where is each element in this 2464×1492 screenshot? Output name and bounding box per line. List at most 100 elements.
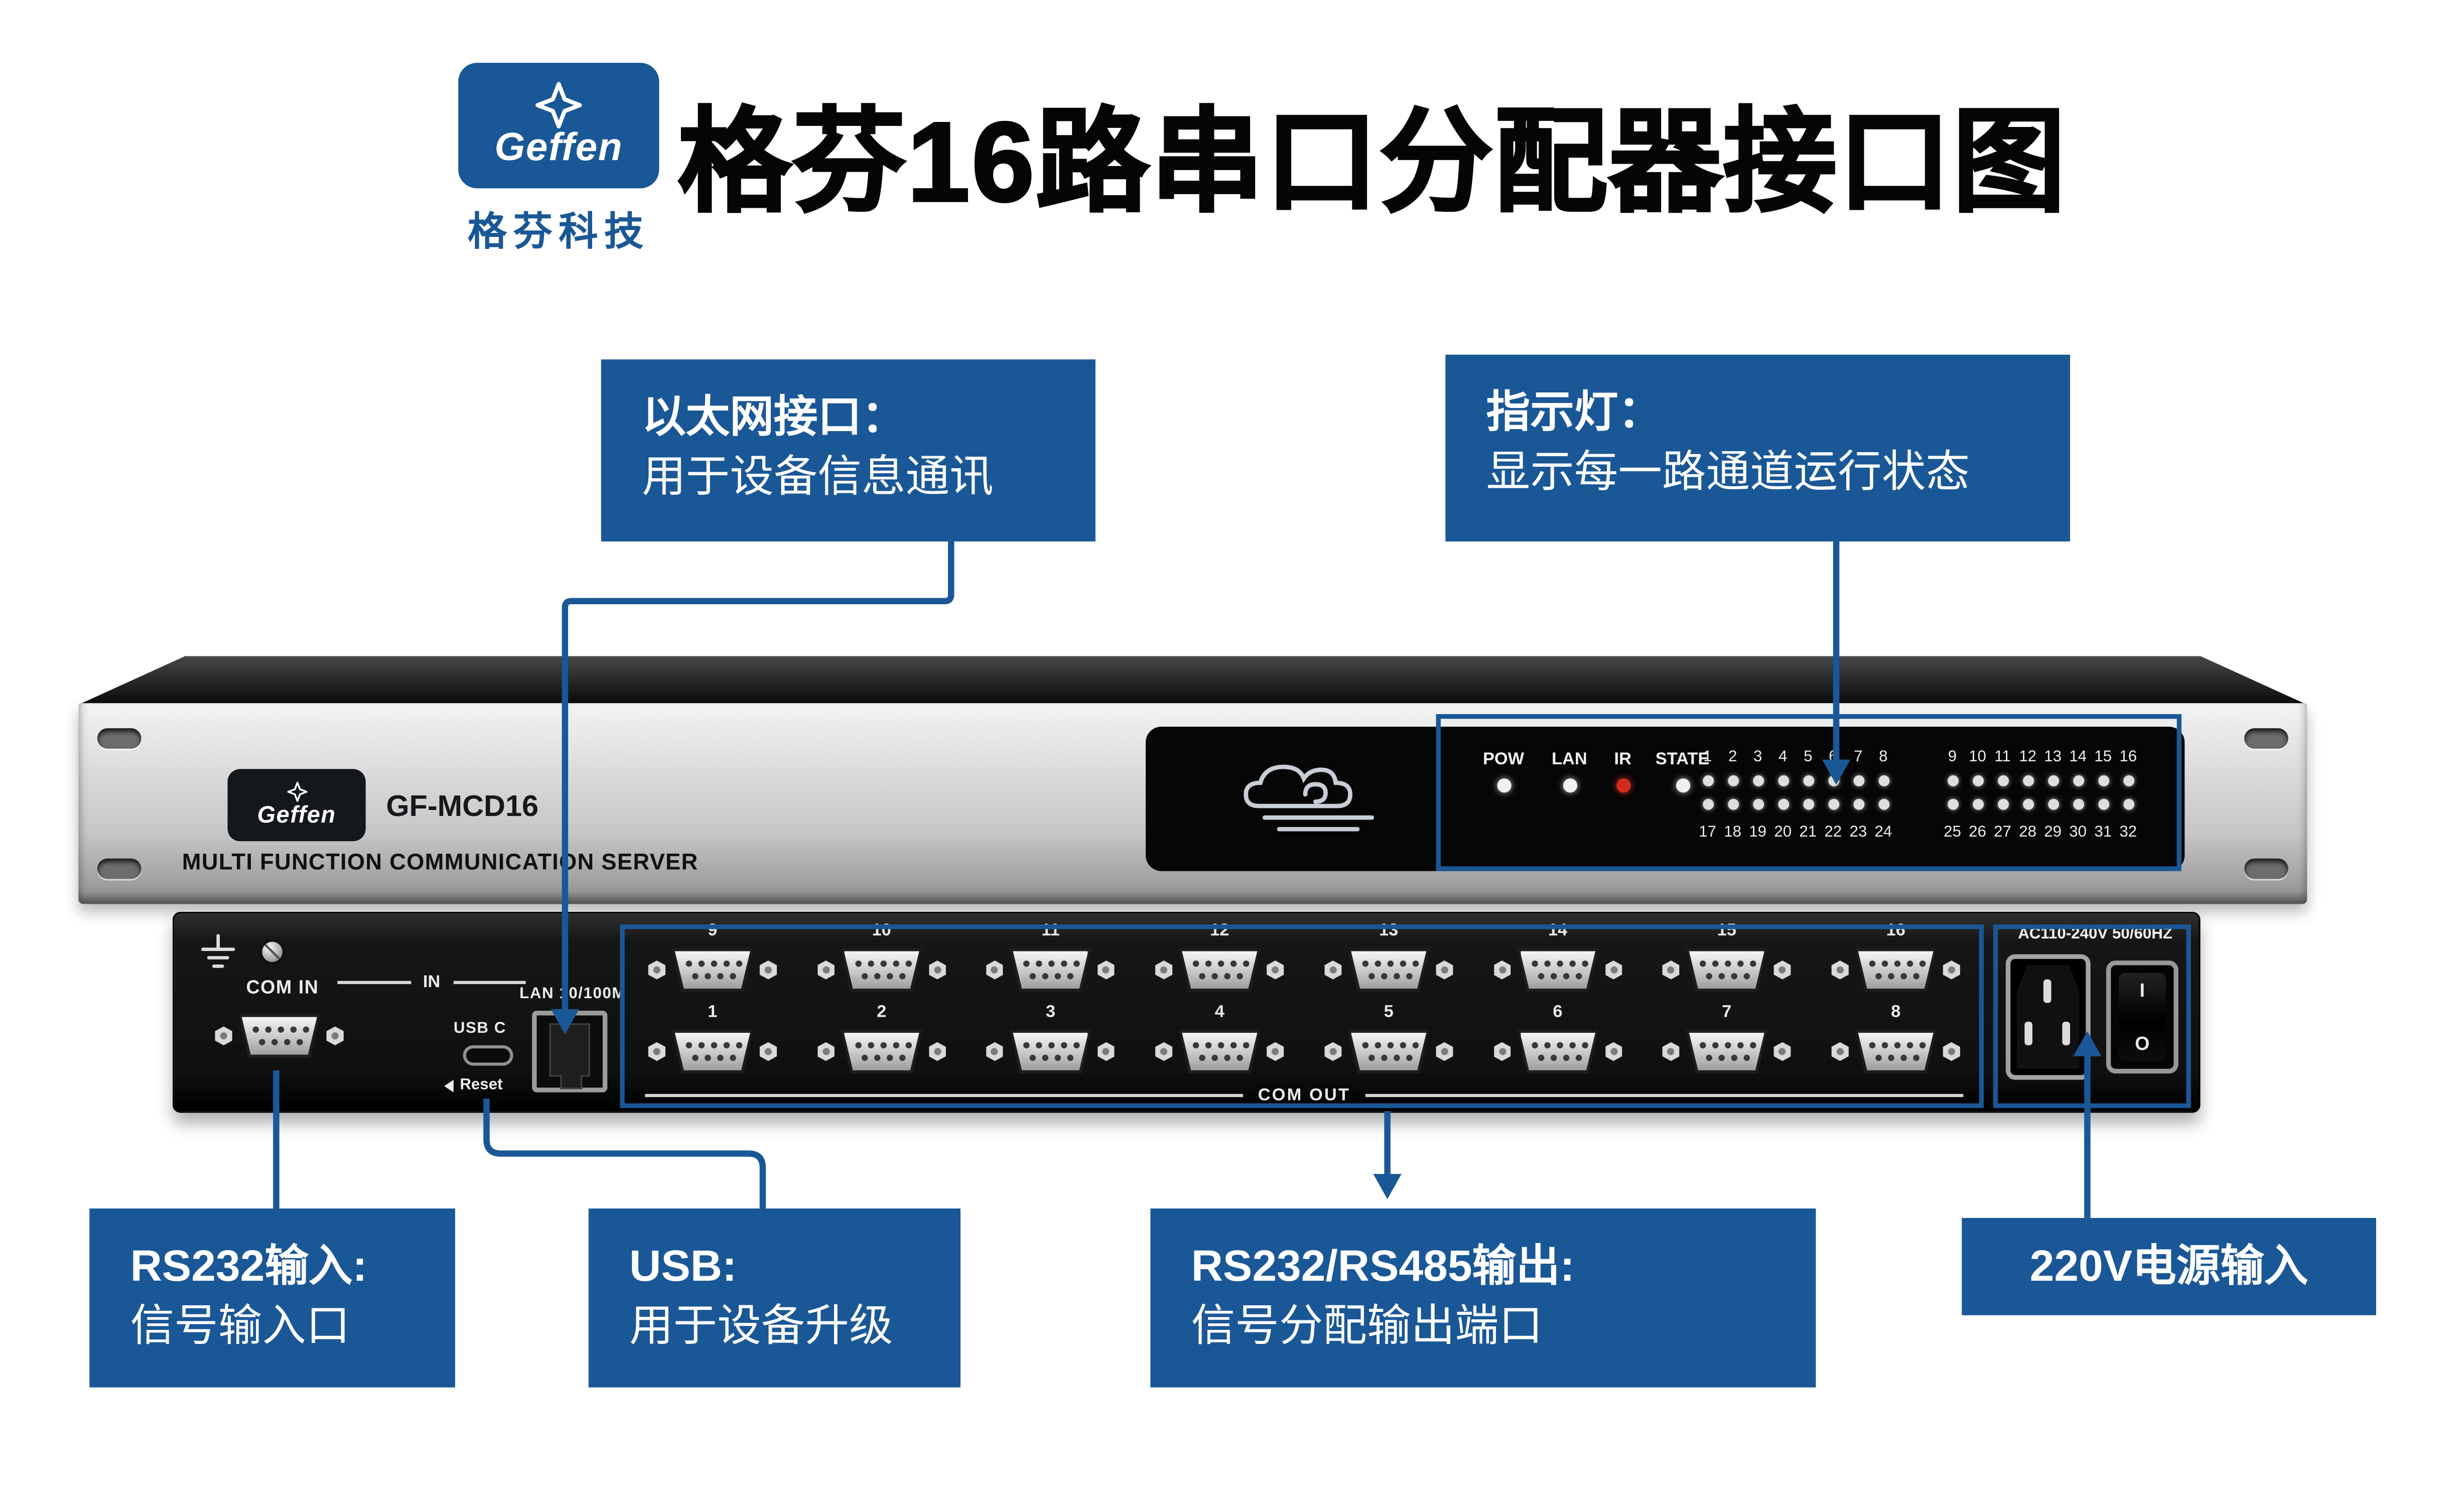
- channel-led: [2066, 798, 2091, 810]
- channel-led: [1720, 798, 1745, 810]
- db9-male-connector: [648, 1025, 777, 1078]
- callout-usb: USB: 用于设备升级: [588, 1208, 961, 1388]
- channel-number: 31: [2094, 824, 2112, 842]
- jack-screw: [326, 1026, 344, 1045]
- usb-c-port: [463, 1045, 513, 1066]
- front-panel-logo: Geffen: [227, 769, 366, 842]
- power-highlight-box: [1993, 924, 2191, 1108]
- power-pin: [2043, 979, 2051, 1003]
- db9-shell: [1686, 947, 1768, 992]
- com-out-port: 15: [1652, 921, 1802, 997]
- callout-ethernet: 以太网接口： 用于设备信息通讯: [601, 359, 1096, 541]
- channel-number: 23: [1849, 824, 1867, 842]
- db9-shell: [1179, 1029, 1261, 1074]
- switch-off-mark: O: [2135, 1032, 2150, 1055]
- db9-shell: [238, 1014, 320, 1058]
- reset-control: Reset: [444, 1076, 503, 1094]
- com-in-label: COM IN: [246, 976, 319, 999]
- callout-title: USB:: [629, 1241, 737, 1290]
- channel-led: [1796, 775, 1821, 786]
- rack-mount-hole: [2244, 858, 2288, 879]
- db9-male-connector: [1662, 943, 1792, 997]
- db9-male-connector: [1324, 1025, 1453, 1078]
- callout-title: 指示灯：: [1486, 387, 1662, 437]
- callout-desc: 信号输入口: [130, 1301, 350, 1350]
- callout-power: 220V电源输入: [1962, 1217, 2376, 1315]
- db9-shell: [1010, 947, 1091, 992]
- channel-led: [1821, 798, 1846, 810]
- db9-male-connector: [1662, 1025, 1792, 1078]
- lan-led: [1563, 778, 1578, 793]
- rule-line: [1366, 1094, 1964, 1098]
- rj45-slot: [549, 1023, 590, 1090]
- channel-number: 28: [2019, 824, 2036, 842]
- channel-number: 21: [1799, 824, 1817, 842]
- port-number: 5: [1384, 1003, 1394, 1022]
- channel-led: [1745, 798, 1770, 810]
- channel-led: [1846, 775, 1871, 786]
- com-out-label: COM OUT: [1258, 1086, 1351, 1105]
- com-out-port: 5: [1313, 1003, 1464, 1078]
- channel-led: [2040, 798, 2066, 810]
- channel-led: [1990, 798, 2015, 810]
- channel-led-row: [1695, 798, 1896, 810]
- jack-screw: [215, 1026, 232, 1045]
- com-out-arrowhead: [1373, 1174, 1402, 1199]
- channel-led: [1965, 798, 1990, 810]
- callout-desc: 用于设备信息通讯: [642, 452, 994, 501]
- com-out-port: 14: [1482, 921, 1633, 997]
- screw: [262, 941, 283, 963]
- db9-male-connector: [986, 1025, 1115, 1078]
- channel-led: [2116, 798, 2141, 810]
- com-out-port: 11: [975, 921, 1126, 997]
- logo-company-name: 格芬科技: [467, 210, 650, 254]
- port-number: 3: [1045, 1003, 1056, 1022]
- com-out-group-label: COM OUT: [645, 1086, 1964, 1105]
- channel-number: 9: [1948, 748, 1957, 766]
- chassis-top-surface: [78, 656, 2307, 705]
- power-pin: [2024, 1021, 2032, 1045]
- ir-led: [1616, 778, 1631, 793]
- channel-number: 4: [1778, 748, 1788, 766]
- channel-number: 8: [1879, 748, 1888, 766]
- channel-number: 12: [2019, 748, 2036, 766]
- callout-rs-output: RS232/RS485输出: 信号分配输出端口: [1150, 1208, 1816, 1388]
- channel-led: [2116, 775, 2141, 786]
- state-led: [1676, 778, 1691, 793]
- port-number: 7: [1722, 1003, 1732, 1022]
- channel-led: [1871, 775, 1896, 786]
- channel-number: 19: [1749, 824, 1767, 842]
- callout-title: 以太网接口：: [642, 392, 906, 441]
- db9-male-connector: [817, 1025, 946, 1078]
- rule-line: [645, 1094, 1243, 1098]
- rack-mount-hole: [97, 858, 142, 879]
- db9-shell: [1010, 1029, 1091, 1074]
- in-group-label: IN: [337, 973, 526, 992]
- channel-number: 29: [2044, 824, 2062, 842]
- channel-number: 15: [2094, 748, 2112, 766]
- db9-male-connector: [986, 943, 1115, 997]
- channel-led: [1871, 798, 1896, 810]
- channel-number: 27: [1994, 824, 2011, 842]
- com-out-port: 16: [1821, 921, 1971, 997]
- in-label: IN: [423, 973, 441, 992]
- channel-number: 2: [1728, 748, 1737, 766]
- switch-on-mark: I: [2139, 979, 2145, 1002]
- channel-led: [1990, 775, 2015, 786]
- status-label-state: STATE: [1655, 750, 1710, 769]
- channel-number: 14: [2069, 748, 2087, 766]
- jack-screw: [1098, 1042, 1115, 1061]
- db9-male-connector: [1831, 1025, 1960, 1078]
- channel-led-row: [1940, 798, 2141, 810]
- channel-number: 20: [1774, 824, 1792, 842]
- channel-led: [1940, 775, 1965, 786]
- channel-led: [1965, 775, 1990, 786]
- status-label-lan: LAN: [1552, 750, 1587, 769]
- lan-ethernet-port: [532, 1011, 608, 1093]
- channel-number: 26: [1969, 824, 1986, 842]
- pow-led: [1497, 778, 1512, 793]
- model-number: GF-MCD16: [386, 791, 539, 824]
